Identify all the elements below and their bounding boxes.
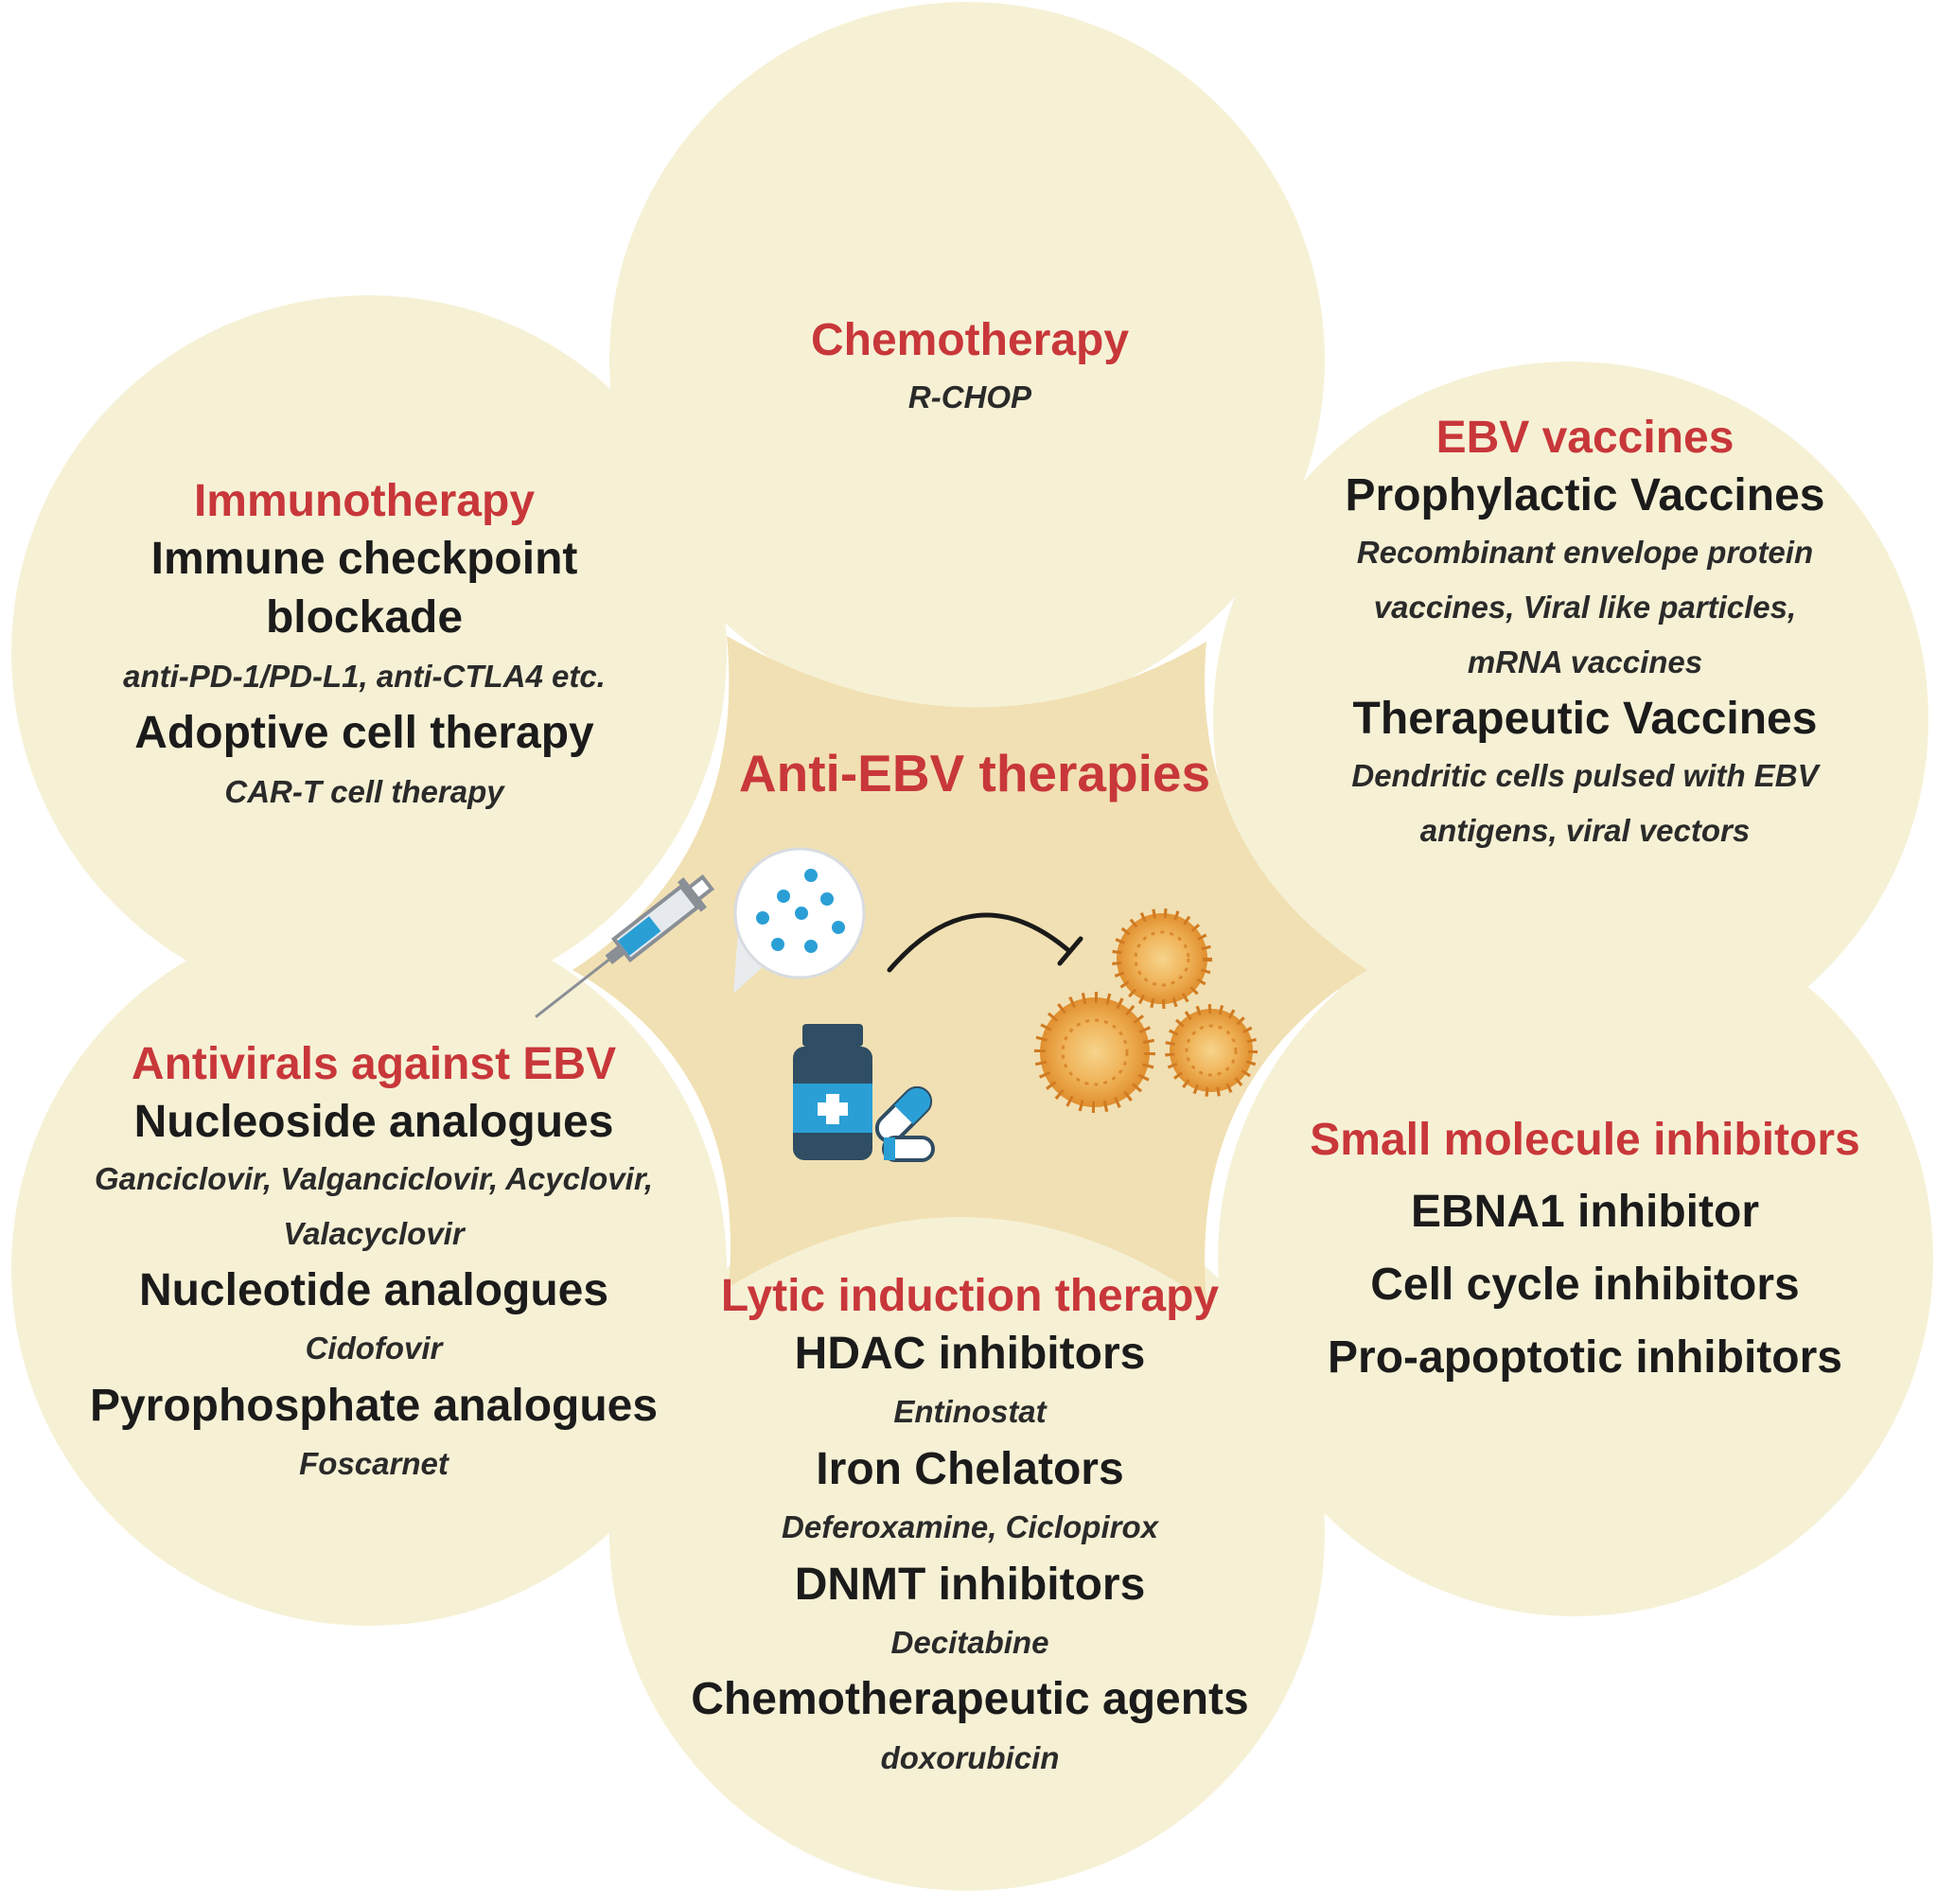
petal-chemotherapy: [609, 2, 1325, 717]
petal-small-molecule: [1218, 901, 1933, 1616]
panel-chemotherapy: Chemotherapy R-CHOP: [781, 312, 1159, 425]
example-chemotherapeutic: doxorubicin: [880, 1739, 1060, 1775]
item-dnmt: DNMT inhibitors: [794, 1559, 1146, 1610]
heading-vaccines: EBV vaccines: [1435, 413, 1734, 463]
item-therapeutic: Therapeutic Vaccines: [1352, 693, 1818, 744]
capsule-icon: [874, 1085, 935, 1162]
example-hdac: Entinostat: [893, 1394, 1047, 1430]
example-adoptive-cell: CAR-T cell therapy: [224, 773, 504, 809]
item-pyrophosphate: Pyrophosphate analogues: [89, 1380, 659, 1431]
item-ebna1: EBNA1 inhibitor: [1411, 1187, 1759, 1237]
heading-lytic: Lytic induction therapy: [720, 1271, 1220, 1321]
example-pyrophosphate: Foscarnet: [299, 1446, 449, 1482]
item-chemotherapeutic: Chemotherapeutic agents: [691, 1674, 1249, 1725]
center-hub: [572, 636, 1367, 1301]
item-nucleoside: Nucleoside analogues: [133, 1097, 614, 1147]
example-dnmt: Decitabine: [890, 1624, 1049, 1660]
petal-antivirals: [11, 910, 727, 1626]
example-therapeutic-1: Dendritic cells pulsed with EBV: [1351, 758, 1819, 794]
example-nucleoside-2: Valacyclovir: [283, 1216, 465, 1252]
example-nucleotide: Cidofovir: [305, 1331, 443, 1366]
syringe-icon: [535, 873, 715, 1018]
inhibition-arrow-icon: [887, 912, 1083, 973]
item-nucleotide: Nucleotide analogues: [138, 1264, 609, 1315]
petal-lytic: [609, 1175, 1325, 1891]
panel-antivirals: Antivirals against EBV Nucleoside analog…: [71, 1036, 677, 1491]
item-pro-apoptotic: Pro-apoptotic inhibitors: [1328, 1331, 1842, 1383]
item-iron-chelators: Iron Chelators: [816, 1443, 1124, 1494]
heading-small-molecule: Small molecule inhibitors: [1310, 1115, 1860, 1165]
virus-icon: [1034, 908, 1258, 1113]
item-immune-checkpoint: Immune checkpoint blockade: [150, 534, 578, 643]
example-immune-checkpoint: anti-PD-1/PD-L1, anti-CTLA4 etc.: [123, 658, 606, 694]
heading-chemotherapy: Chemotherapy: [810, 315, 1130, 365]
center-title: Anti-EBV therapies: [738, 744, 1211, 802]
petal-immunotherapy: [11, 295, 727, 1011]
petal-vaccines: [1213, 361, 1928, 1077]
example-iron-chelators: Deferoxamine, Ciclopirox: [782, 1509, 1158, 1545]
example-prophylactic-1: Recombinant envelope protein: [1356, 535, 1814, 571]
example-prophylactic-3: mRNA vaccines: [1467, 643, 1703, 679]
panel-lytic: Lytic induction therapy HDAC inhibitors …: [686, 1268, 1254, 1786]
drug-particles-icon: [733, 847, 866, 994]
heading-antivirals: Antivirals against EBV: [131, 1039, 617, 1089]
item-adoptive-cell: Adoptive cell therapy: [134, 708, 594, 759]
item-prophylactic: Prophylactic Vaccines: [1345, 470, 1825, 520]
heading-immunotherapy: Immunotherapy: [193, 476, 536, 526]
medicine-bottle-icon: [793, 1024, 872, 1160]
example-chemotherapy: R-CHOP: [907, 379, 1032, 414]
panel-small-molecule: Small molecule inhibitors EBNA1 inhibito…: [1287, 1112, 1883, 1394]
item-cell-cycle: Cell cycle inhibitors: [1370, 1259, 1800, 1310]
panel-immunotherapy: Immunotherapy Immune checkpoint blockade…: [47, 473, 681, 820]
item-hdac: HDAC inhibitors: [794, 1329, 1146, 1379]
example-nucleoside-1: Ganciclovir, Valganciclovir, Acyclovir,: [94, 1161, 654, 1197]
panel-vaccines: EBV vaccines Prophylactic Vaccines Recom…: [1292, 410, 1878, 858]
example-therapeutic-2: antigens, viral vectors: [1419, 812, 1751, 848]
example-prophylactic-2: vaccines, Viral like particles,: [1373, 590, 1797, 626]
